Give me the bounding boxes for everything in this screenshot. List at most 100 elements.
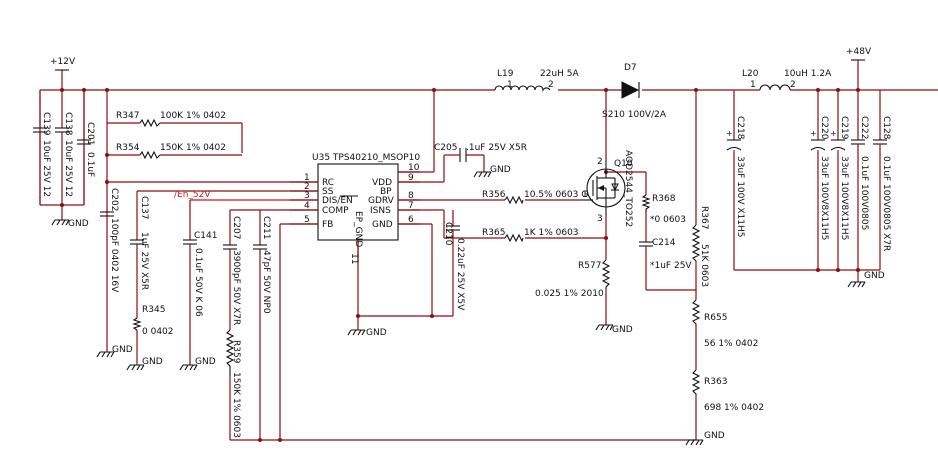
ic-pin-6-num: 6 xyxy=(408,215,414,225)
gnd-icon xyxy=(51,219,70,226)
cap-c201-ref: C201 xyxy=(85,122,95,145)
ic-ep-gnd-label: EP_GND xyxy=(353,211,363,247)
resistor-r359: R359 150K 1% 0603 xyxy=(225,329,241,438)
ic-pin-isns-label: ISNS xyxy=(370,206,391,216)
power-flag-12v: +12V xyxy=(50,57,76,71)
cap-c137-ref: C137 xyxy=(139,196,149,219)
mosfet-q10-pin-drain: 2 xyxy=(597,157,603,167)
resistor-r354: R354 150K 1% 0402 xyxy=(116,143,226,160)
cap-c201-value: 0.1uF xyxy=(85,152,95,177)
resistor-r347: R347 100K 1% 0402 xyxy=(116,111,226,128)
resistor-r345-value: 0 0402 xyxy=(142,327,174,337)
net-en-52v-label: /En_52V xyxy=(174,190,211,200)
cap-c210: C210 0.22uF 25V X5V xyxy=(443,222,465,311)
power-flag-12v-label: +12V xyxy=(50,57,76,67)
inductor-l20-pin1: 1 xyxy=(750,80,756,90)
resistor-r347-value: 100K 1% 0402 xyxy=(160,111,226,121)
inductor-l19-pin2: 2 xyxy=(548,80,554,90)
resistor-r368: R368 *0 0603 xyxy=(641,194,686,225)
resistor-r577-value: 0.025 1% 2010 xyxy=(535,289,604,299)
cap-c141-value: 0.1uF 50V K 06 xyxy=(193,248,203,317)
ic-pin-10-num: 10 xyxy=(408,163,420,173)
diode-d7-ref: D7 xyxy=(624,63,637,73)
power-flag-48v: +48V xyxy=(846,47,872,61)
cap-c210-ref: C210 xyxy=(443,222,453,246)
cap-c210-value: 0.22uF 25V X5V xyxy=(455,238,465,311)
ic-pin-7-num: 7 xyxy=(408,201,414,211)
mosfet-q10-pin-source: 3 xyxy=(597,214,603,224)
gnd-icon xyxy=(595,324,614,331)
resistor-r365-ref: R365 xyxy=(482,228,505,238)
ic-pin-gnd-label: GND xyxy=(372,220,393,230)
polarity-plus-icon: + xyxy=(810,129,817,138)
cap-c137-value: 1uF 25V X5R xyxy=(139,232,149,290)
cap-c128: C128 0.1uF 100V0805 X7R xyxy=(873,116,891,251)
cap-c207-value: 3900pF 50V X7R xyxy=(231,250,241,325)
gnd-label: GND xyxy=(195,357,216,367)
gnd-label: GND xyxy=(864,271,885,281)
gnd-label: GND xyxy=(112,345,133,355)
wires xyxy=(39,60,938,441)
cap-c220: + C220 33uF 100V8X11H5 xyxy=(810,116,829,240)
ic-pin-1-num: 1 xyxy=(304,173,310,183)
cap-c202-value: 100pF 0402 16V xyxy=(109,218,119,293)
ic-pin-2-num: 2 xyxy=(304,182,310,192)
cap-c202: C202 100pF 0402 16V xyxy=(100,188,119,293)
cap-c137: C137 1uF 25V X5R xyxy=(130,196,149,290)
resistor-r347-ref: R347 xyxy=(116,111,139,121)
gnd-icon xyxy=(347,329,366,336)
cap-c218: + C218 33uF 100V X11H5 xyxy=(726,116,745,238)
polarity-plus-icon: + xyxy=(830,129,837,138)
mosfet-q10-pin-gate: 1 xyxy=(582,190,588,200)
cap-c201: C201 0.1uF xyxy=(77,122,95,205)
cap-c214-ref: C214 xyxy=(652,238,676,248)
cap-c222-ref: C222 xyxy=(859,116,869,139)
ic-pin-11-num: 11 xyxy=(349,253,359,264)
cap-c219-ref: C219 xyxy=(839,116,849,140)
net-en-52v: /En_52V xyxy=(174,190,211,200)
resistor-r577: R577 0.025 1% 2010 xyxy=(535,259,611,299)
cap-c214: C214 *1uF 25V xyxy=(639,238,692,271)
ic-pin-vdd-label: VDD xyxy=(372,178,392,188)
resistor-r359-value: 150K 1% 0603 xyxy=(231,372,241,438)
resistor-r356: R356 10.5% 0603 G xyxy=(482,190,588,205)
cap-c139: C139 10uF 25V 12 xyxy=(33,112,51,205)
gnd-icon xyxy=(179,364,198,371)
resistor-r365: R365 1K 1% 0603 xyxy=(482,228,579,243)
ic-pin-comp-label: COMP xyxy=(322,206,349,216)
diode-d7-value: S210 100V/2A xyxy=(602,110,667,120)
cap-c138-value: 10uF 25V 12 xyxy=(63,140,73,197)
cap-c218-value: 33uF 100V X11H5 xyxy=(735,156,745,238)
cap-c218-ref: C218 xyxy=(735,116,745,140)
polarity-plus-icon: + xyxy=(726,129,733,138)
cap-c138: C138 10uF 25V 12 xyxy=(55,112,73,197)
gnd-icon xyxy=(847,281,866,288)
inductor-l19: L19 22uH 5A 1 2 xyxy=(494,69,580,93)
inductor-l20: L20 10uH 1.2A 1 2 xyxy=(742,69,832,91)
cap-c139-value: 10uF 25V 12 xyxy=(41,140,51,197)
cap-c202-ref: C202 xyxy=(109,188,119,211)
ic-pin-9-num: 9 xyxy=(408,173,414,183)
cap-c141: C141 0.1uF 50V K 06 xyxy=(183,231,217,317)
resistor-r577-ref: R577 xyxy=(578,261,601,271)
gnd-icon xyxy=(685,439,704,446)
cap-c141-ref: C141 xyxy=(194,231,217,241)
resistor-r363-ref: R363 xyxy=(704,377,727,387)
resistor-r655-value: 56 1% 0402 xyxy=(704,339,758,349)
resistor-r368-ref: R368 xyxy=(652,194,676,204)
ic-pin-gdrv-label: GDRV xyxy=(368,196,395,206)
resistor-r359-ref: R359 xyxy=(231,340,241,364)
cap-c222: C222 0.1uF 100V0805 xyxy=(851,116,869,230)
gnd-label: GND xyxy=(490,165,511,175)
cap-c205-value: .1uF 25V X5R xyxy=(466,143,527,153)
mosfet-q10-value: AOD2544_TO252 xyxy=(623,150,633,227)
cap-c219: + C219 33uF 100V8X11H5 xyxy=(830,116,849,240)
cap-c205: C205 .1uF 25V X5R xyxy=(434,143,527,162)
cap-c138-ref: C138 xyxy=(63,112,73,136)
ic-pin-4-num: 4 xyxy=(304,201,310,211)
cap-c128-value: 0.1uF 100V0805 X7R xyxy=(881,156,891,251)
inductor-l20-value: 10uH 1.2A xyxy=(784,69,832,79)
ic-pin-5-num: 5 xyxy=(304,215,310,225)
gnd-label: GND xyxy=(68,219,89,229)
